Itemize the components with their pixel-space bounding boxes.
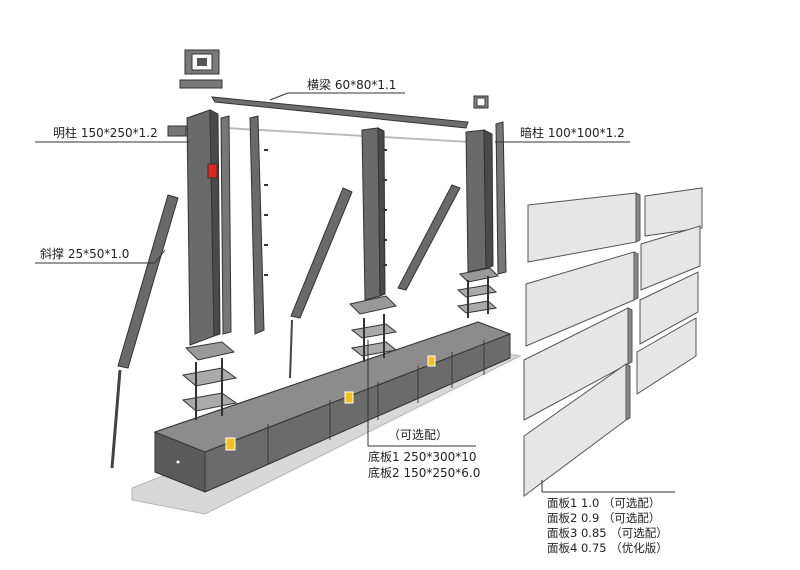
exposed-column-label: 明柱 150*250*1.2 — [53, 126, 158, 140]
hidden-column — [458, 121, 507, 283]
base-plate-1-label: 底板1 250*300*10 — [368, 450, 477, 464]
leader-lines — [35, 92, 675, 493]
wall-panels — [523, 187, 703, 497]
hidden-column-label: 暗柱 100*100*1.2 — [520, 126, 625, 140]
base-plates — [181, 276, 498, 420]
brace-label: 斜撑 25*50*1.0 — [40, 247, 130, 261]
optional-label: （可选配） — [388, 428, 449, 442]
diagonal-braces — [110, 184, 461, 469]
panel-spec-2: 面板2 0.9 （可选配） — [547, 511, 661, 525]
middle-column — [249, 115, 397, 335]
panel-spec-4: 面板4 0.75 （优化版） — [547, 541, 668, 555]
exposed-column — [167, 109, 236, 361]
panel-1 — [527, 192, 637, 263]
concrete-base — [153, 321, 512, 493]
column-cap-right — [473, 95, 489, 109]
panel-spec-3: 面板3 0.85 （可选配） — [547, 526, 668, 540]
beam-label: 横梁 60*80*1.1 — [307, 78, 397, 92]
column-cap-left — [179, 49, 223, 89]
base-plate-2-label: 底板2 150*250*6.0 — [368, 466, 481, 480]
beam — [211, 96, 469, 129]
panel-spec-1: 面板1 1.0 （可选配） — [547, 496, 661, 510]
